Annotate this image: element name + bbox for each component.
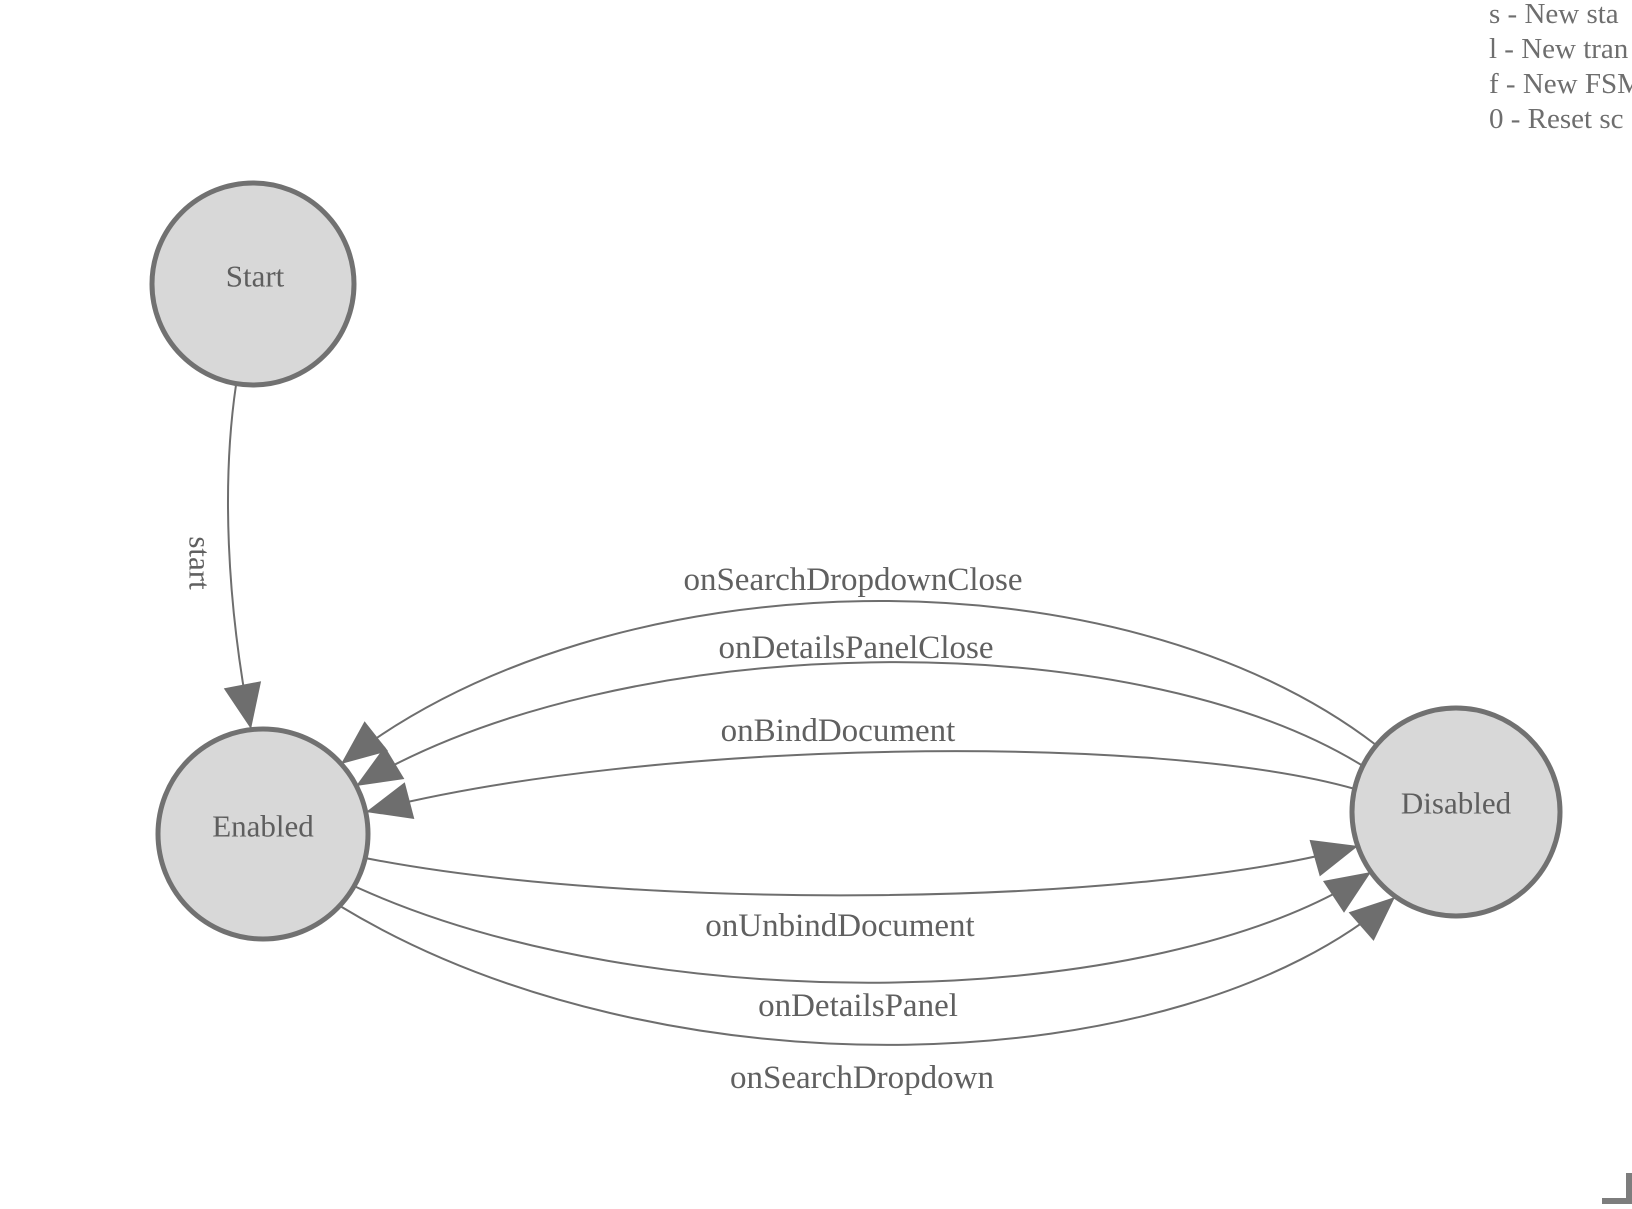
edge-line[interactable] xyxy=(364,839,1359,897)
state-node-enabled[interactable]: Enabled xyxy=(155,726,371,942)
edge-label-onDetailsPanel[interactable]: onDetailsPanel xyxy=(758,988,958,1024)
edge-label-onDetailsPanelClose[interactable]: onDetailsPanelClose xyxy=(719,630,994,666)
transition-edge-onDetailsPanelClose[interactable]: onDetailsPanelClose xyxy=(355,630,1364,787)
edge-line[interactable] xyxy=(355,661,1364,787)
state-label-disabled: Disabled xyxy=(1401,786,1512,821)
legend-line-new-state: s - New sta xyxy=(1489,0,1619,30)
state-circle[interactable] xyxy=(1349,705,1563,919)
edge-label-onUnbindDocument[interactable]: onUnbindDocument xyxy=(705,908,974,944)
shortcut-legend: s - New sta l - New tran f - New FSM 0 -… xyxy=(1489,0,1632,137)
state-circle[interactable] xyxy=(155,726,371,942)
legend-line-new-fsm: f - New FSM xyxy=(1489,68,1632,100)
edge-label-onSearchDropdownClose[interactable]: onSearchDropdownClose xyxy=(683,562,1022,598)
edge-label-onBindDocument[interactable]: onBindDocument xyxy=(721,713,956,749)
state-node-start[interactable]: Start xyxy=(149,180,357,388)
canvas-corner-widget[interactable] xyxy=(1602,1173,1632,1204)
state-circle[interactable] xyxy=(149,180,357,388)
state-node-disabled[interactable]: Disabled xyxy=(1349,705,1563,919)
edge-line[interactable] xyxy=(365,750,1356,820)
transition-edge-onDetailsPanel[interactable]: onDetailsPanel xyxy=(353,871,1372,1024)
transition-edge-onSearchDropdownClose[interactable]: onSearchDropdownClose xyxy=(340,562,1377,765)
edge-line[interactable] xyxy=(340,600,1377,765)
transition-edge-start[interactable]: start xyxy=(183,384,262,730)
state-label-enabled: Enabled xyxy=(212,809,314,844)
edge-line[interactable] xyxy=(339,896,1396,1046)
state-label-start: Start xyxy=(226,259,285,294)
edge-line[interactable] xyxy=(223,384,262,730)
transition-edge-onSearchDropdown[interactable]: onSearchDropdown xyxy=(339,896,1396,1096)
edge-line[interactable] xyxy=(353,871,1372,984)
legend-line-reset: 0 - Reset sc xyxy=(1489,103,1624,135)
edge-label-onSearchDropdown[interactable]: onSearchDropdown xyxy=(730,1060,994,1096)
legend-line-new-transition: l - New tran xyxy=(1489,33,1629,65)
edge-label-start[interactable]: start xyxy=(183,536,218,590)
transition-edge-onUnbindDocument[interactable]: onUnbindDocument xyxy=(364,839,1359,944)
transition-edge-onBindDocument[interactable]: onBindDocument xyxy=(365,713,1356,820)
